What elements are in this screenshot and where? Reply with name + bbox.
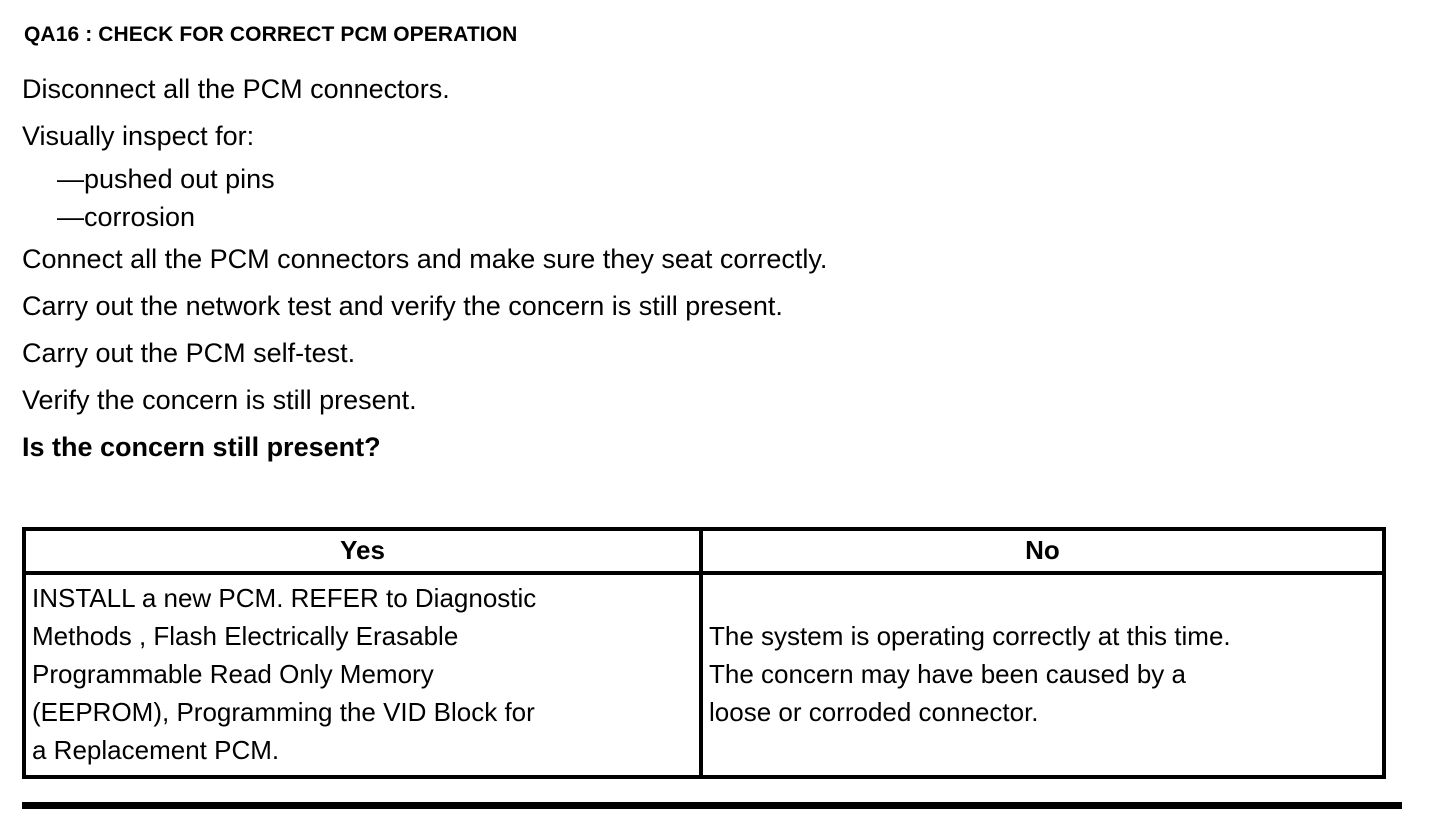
decision-table-cell-yes: INSTALL a new PCM. REFER to Diagnostic M… (26, 575, 703, 775)
yes-action-line: Methods , Flash Electrically Erasable (32, 621, 459, 651)
decision-table: Yes No INSTALL a new PCM. REFER to Diagn… (22, 527, 1386, 779)
decision-question: Is the concern still present? (22, 432, 381, 462)
instruction-line-connect: Connect all the PCM connectors and make … (22, 244, 828, 274)
decision-table-body-row: INSTALL a new PCM. REFER to Diagnostic M… (26, 575, 1382, 775)
yes-action-line: (EEPROM), Programming the VID Block for (32, 697, 535, 727)
yes-action-line: a Replacement PCM. (32, 735, 280, 765)
no-action-line: loose or corroded connector. (709, 697, 1039, 727)
instruction-line-network-test: Carry out the network test and verify th… (22, 291, 783, 321)
decision-table-cell-no: The system is operating correctly at thi… (703, 575, 1382, 775)
instruction-line-self-test: Carry out the PCM self-test. (22, 338, 356, 368)
yes-action-line: INSTALL a new PCM. REFER to Diagnostic (32, 583, 537, 613)
instruction-line-verify: Verify the concern is still present. (22, 385, 417, 415)
yes-action-text: INSTALL a new PCM. REFER to Diagnostic M… (32, 579, 693, 769)
yes-action-line: Programmable Read Only Memory (32, 659, 434, 689)
instruction-list: Disconnect all the PCM connectors. Visua… (22, 66, 1402, 471)
no-action-line: The concern may have been caused by a (709, 659, 1186, 689)
instruction-subitem-pushed-out-pins: —pushed out pins (57, 164, 275, 194)
page-title: QA16 : CHECK FOR CORRECT PCM OPERATION (24, 23, 518, 46)
no-action-line: The system is operating correctly at thi… (709, 621, 1231, 651)
instruction-subitem-corrosion: —corrosion (57, 202, 196, 232)
footer-rule (22, 802, 1402, 809)
decision-table-header-yes: Yes (26, 531, 703, 571)
instruction-line-disconnect: Disconnect all the PCM connectors. (22, 74, 450, 104)
decision-table-header-no: No (1025, 535, 1060, 565)
decision-table-header-row: Yes No (26, 531, 1382, 575)
no-action-text: The system is operating correctly at thi… (709, 617, 1231, 731)
instruction-line-visually-inspect: Visually inspect for: (22, 121, 255, 151)
